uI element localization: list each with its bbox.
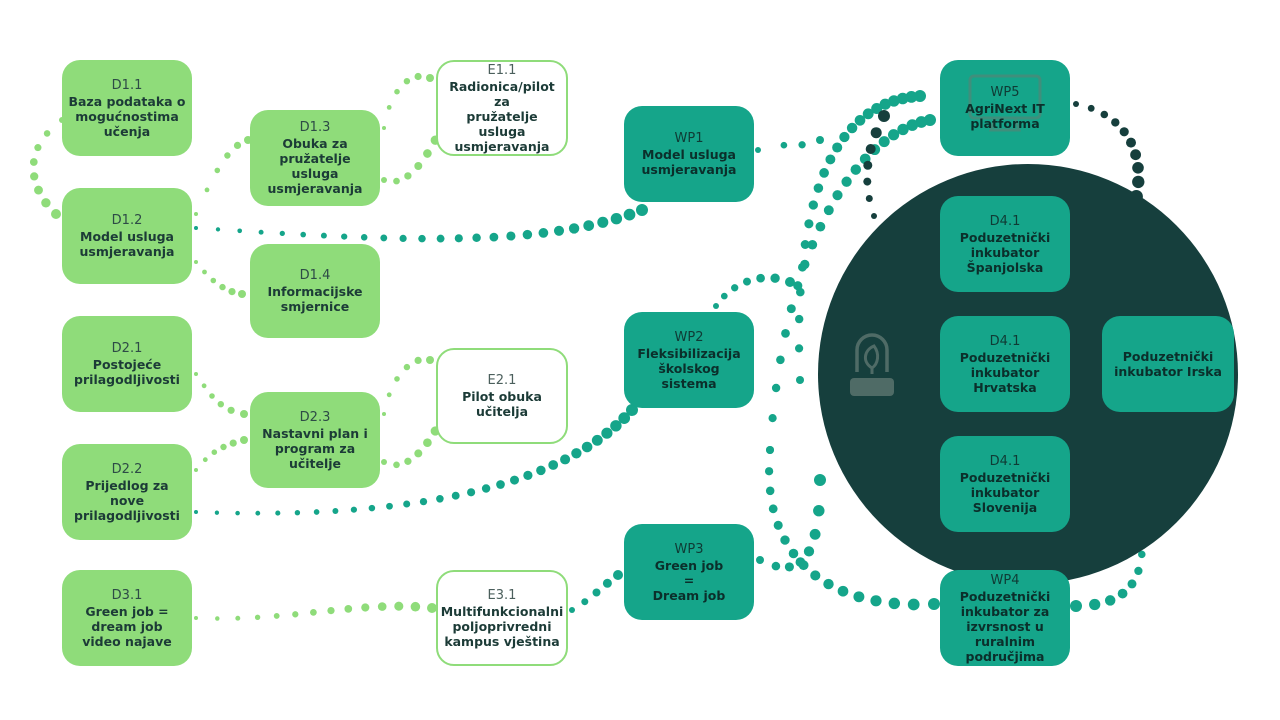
link-d13-e11-top bbox=[382, 72, 434, 130]
node-d2-3[interactable]: D2.3 Nastavni plan i program za učitelje bbox=[250, 392, 380, 488]
node-label: Informacijske smjernice bbox=[267, 284, 363, 314]
node-d1-4[interactable]: D1.4 Informacijske smjernice bbox=[250, 244, 380, 338]
node-label: Green job = dream job video najave bbox=[82, 603, 172, 649]
node-d1-3[interactable]: D1.3 Obuka za pružatelje usluga usmjerav… bbox=[250, 110, 380, 206]
node-label: Green job = Dream job bbox=[652, 557, 726, 603]
node-e2-1[interactable]: E2.1 Pilot obuka učitelja bbox=[436, 348, 568, 444]
node-code: D4.1 bbox=[989, 453, 1021, 469]
link-d12-wp1 bbox=[194, 204, 648, 243]
node-label: Poduzetnički inkubator Hrvatska bbox=[959, 349, 1051, 395]
node-d4-1-slovenija[interactable]: D4.1 Poduzetnički inkubator Slovenija bbox=[940, 436, 1070, 532]
node-code: D3.1 bbox=[111, 587, 143, 603]
link-wp5-inner bbox=[766, 114, 936, 454]
link-d12-d13 bbox=[194, 136, 252, 216]
monitor-icon bbox=[968, 74, 1042, 132]
node-d1-2[interactable]: D1.2 Model usluga usmjeravanja bbox=[62, 188, 192, 284]
node-code: WP4 bbox=[990, 572, 1020, 588]
link-d21-d23 bbox=[194, 372, 248, 418]
node-code: D1.1 bbox=[111, 77, 143, 93]
node-wp1[interactable]: WP1 Model usluga usmjeravanja bbox=[624, 106, 754, 202]
node-code: E2.1 bbox=[487, 373, 517, 388]
node-wp4[interactable]: WP4 Poduzetnički inkubator za izvrsnost … bbox=[940, 570, 1070, 666]
node-code: D4.1 bbox=[989, 213, 1021, 229]
node-label: Baza podataka o mogućnostima učenja bbox=[68, 93, 186, 139]
node-code: E3.1 bbox=[487, 587, 517, 603]
node-label: Poduzetnički inkubator Irska bbox=[1114, 349, 1222, 379]
node-code: D4.1 bbox=[989, 333, 1021, 349]
node-label: Radionica/pilot za pružatelje usluga usm… bbox=[449, 78, 555, 154]
node-label: Model usluga usmjeravanja bbox=[79, 229, 175, 259]
node-e3-1[interactable]: E3.1 Multifunkcionalni poljoprivredni ka… bbox=[436, 570, 568, 666]
node-code: WP2 bbox=[674, 329, 704, 345]
link-d31-e31 bbox=[194, 601, 437, 621]
link-d23-e21-top bbox=[382, 356, 434, 416]
link-wp3-up bbox=[756, 474, 826, 572]
link-wp2-up bbox=[713, 273, 795, 309]
node-label: Poduzetnički inkubator Španjolska bbox=[959, 229, 1051, 275]
node-d3-1[interactable]: D3.1 Green job = dream job video najave bbox=[62, 570, 192, 666]
node-wp2[interactable]: WP2 Fleksibilizacija školskog sistema bbox=[624, 312, 754, 408]
node-code: WP5 bbox=[990, 85, 1020, 100]
node-d1-1[interactable]: D1.1 Baza podataka o mogućnostima učenja bbox=[62, 60, 192, 156]
node-code: E1.1 bbox=[487, 62, 517, 78]
node-label: Multifunkcionalni poljoprivredni kampus … bbox=[440, 603, 564, 649]
node-label: Postojeće prilagodljivosti bbox=[74, 357, 180, 387]
node-d4-1-spanjolska[interactable]: D4.1 Poduzetnički inkubator Španjolska bbox=[940, 196, 1070, 292]
node-code: D2.2 bbox=[111, 461, 143, 477]
node-code: D2.1 bbox=[111, 341, 143, 356]
node-code: WP1 bbox=[674, 131, 704, 146]
link-e31-wp3 bbox=[569, 570, 623, 613]
node-e1-1[interactable]: E1.1 Radionica/pilot za pružatelje uslug… bbox=[436, 60, 568, 156]
link-wp5-left bbox=[863, 110, 890, 219]
node-incubator-irska[interactable]: Poduzetnički inkubator Irska bbox=[1102, 316, 1234, 412]
node-label: AgriNext IT platforma bbox=[965, 101, 1045, 131]
node-code: D1.4 bbox=[299, 268, 331, 283]
node-label: Obuka za pružatelje usluga usmjeravanja bbox=[267, 136, 363, 196]
node-label: Model usluga usmjeravanja bbox=[641, 147, 737, 177]
node-label: Nastavni plan i program za učitelje bbox=[262, 425, 368, 471]
link-d11-d12 bbox=[29, 117, 65, 219]
node-d4-1-hrvatska[interactable]: D4.1 Poduzetnički inkubator Hrvatska bbox=[940, 316, 1070, 412]
link-d12-d14 bbox=[194, 260, 246, 298]
node-label: Pilot obuka učitelja bbox=[462, 389, 542, 419]
link-d22-d23 bbox=[194, 436, 248, 472]
node-wp5[interactable]: WP5 AgriNext IT platforma bbox=[940, 60, 1070, 156]
link-down-wp4 bbox=[764, 446, 940, 611]
link-wp1-curve bbox=[755, 136, 824, 153]
node-d2-2[interactable]: D2.2 Prijedlog za nove prilagodljivosti bbox=[62, 444, 192, 540]
node-code: D1.3 bbox=[299, 120, 331, 135]
node-d2-1[interactable]: D2.1 Postojeće prilagodljivosti bbox=[62, 316, 192, 412]
node-label: Poduzetnički inkubator Slovenija bbox=[959, 469, 1051, 515]
link-d22-wp2 bbox=[194, 404, 638, 516]
link-wp5-down bbox=[795, 90, 926, 384]
node-label: Poduzetnički inkubator za izvrsnost u ru… bbox=[959, 588, 1051, 664]
node-code: D1.2 bbox=[111, 213, 143, 228]
node-label: Prijedlog za nove prilagodljivosti bbox=[74, 477, 180, 523]
node-code: WP3 bbox=[674, 541, 704, 557]
node-label: Fleksibilizacija školskog sistema bbox=[637, 345, 741, 391]
node-code: D2.3 bbox=[299, 409, 331, 425]
node-wp3[interactable]: WP3 Green job = Dream job bbox=[624, 524, 754, 620]
lamp-leaf-icon bbox=[850, 333, 894, 396]
